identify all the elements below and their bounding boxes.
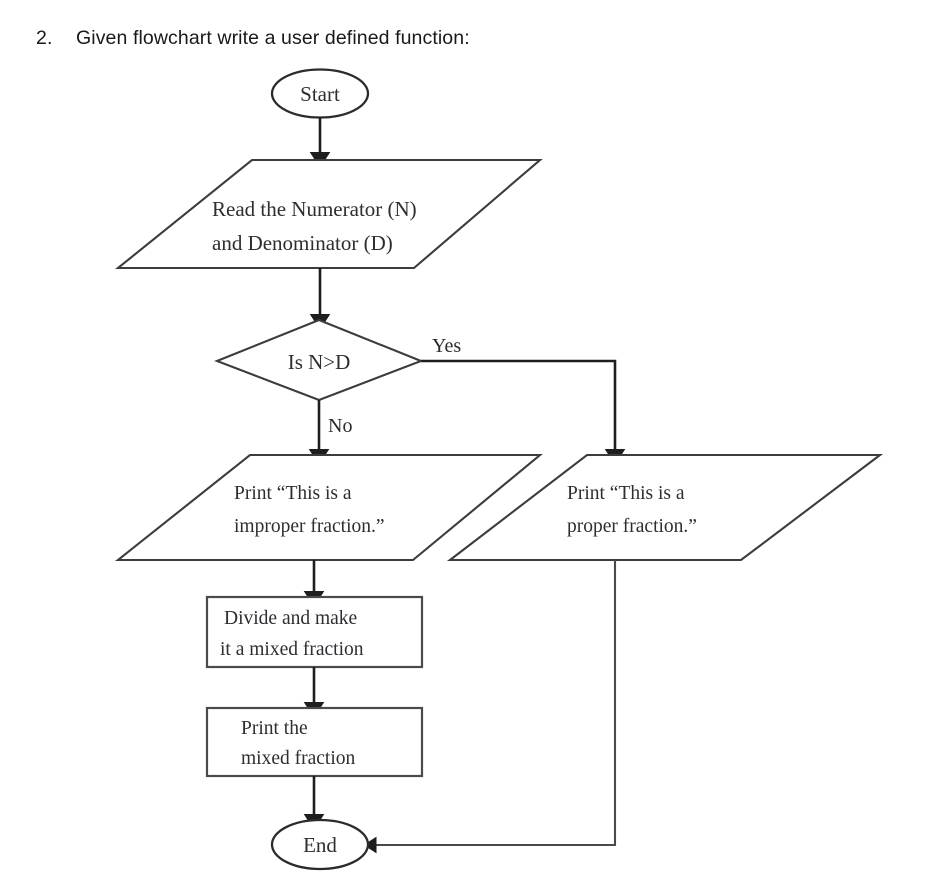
read-input-parallelogram-shape	[115, 158, 543, 270]
end-oval-shape	[270, 818, 370, 871]
print-mixed-line2: mixed fraction	[241, 748, 355, 769]
node-print-mixed[interactable]: Print the mixed fraction	[205, 706, 424, 778]
node-decision[interactable]: Is N>D	[214, 318, 424, 402]
question-line: 2. Given flowchart write a user defined f…	[36, 27, 470, 50]
connector-yes-branch	[421, 359, 626, 465]
print-proper-line1: Print “This is a	[567, 483, 685, 504]
print-improper-parallelogram-shape	[114, 453, 543, 562]
node-print-improper[interactable]: Print “This is a improper fraction.”	[114, 453, 543, 562]
branch-label-yes: Yes	[432, 335, 461, 357]
end-label: End	[303, 833, 337, 857]
print-improper-line1: Print “This is a	[234, 483, 352, 504]
print-proper-parallelogram-shape	[446, 453, 884, 562]
print-improper-line2: improper fraction.”	[234, 516, 385, 537]
print-mixed-line1: Print the	[241, 718, 308, 739]
print-proper-line2: proper fraction.”	[567, 516, 697, 537]
node-read-input[interactable]: Read the Numerator (N) and Denominator (…	[115, 158, 543, 270]
node-start[interactable]: Start	[270, 68, 370, 119]
node-print-proper[interactable]: Print “This is a proper fraction.”	[446, 453, 884, 562]
divide-rectangle-shape	[205, 595, 424, 669]
decision-label: Is N>D	[288, 350, 351, 374]
divide-line1: Divide and make	[224, 608, 357, 629]
divide-line2: it a mixed fraction	[220, 639, 364, 660]
start-label: Start	[300, 82, 340, 106]
connector-proper-to-end	[363, 560, 617, 854]
question-text: Given flowchart write a user defined fun…	[76, 27, 470, 49]
node-end[interactable]: End	[270, 818, 370, 871]
branch-label-no: No	[328, 415, 352, 437]
node-divide[interactable]: Divide and make it a mixed fraction	[205, 595, 424, 669]
question-number: 2.	[36, 27, 53, 49]
read-input-line2: and Denominator (D)	[212, 231, 393, 255]
read-input-line1: Read the Numerator (N)	[212, 197, 417, 221]
